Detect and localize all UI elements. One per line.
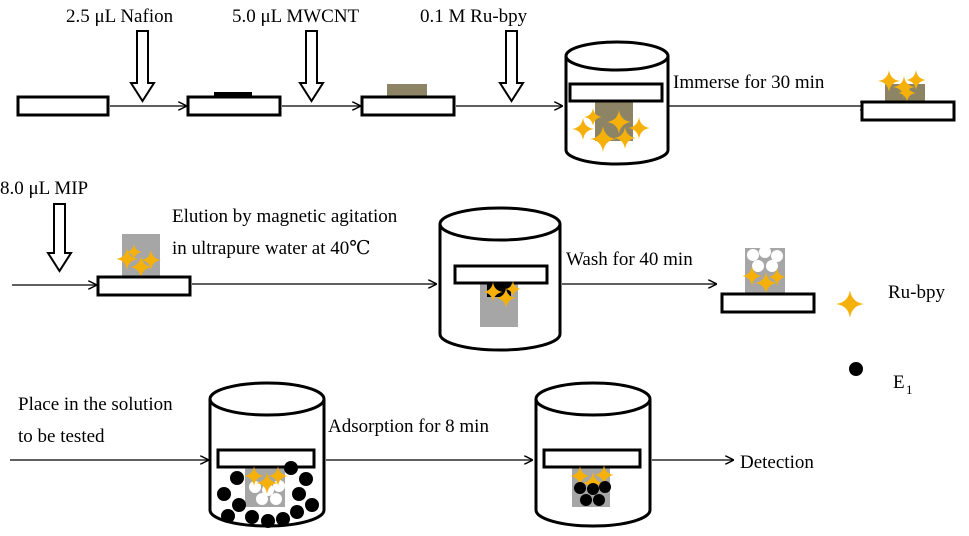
label-adsorption: Adsorption for 8 min [328,416,489,437]
beaker-elution [438,206,562,352]
cavity [270,493,282,505]
e1-particle [261,514,275,528]
e1-particles-bound [574,481,611,506]
e1-particle [290,505,304,519]
electrode-rubpy [860,100,956,122]
electrode-bare [16,95,110,117]
cavity [752,260,764,272]
nafion-layer [214,92,252,98]
label-nafion: 2.5 μL Nafion [66,6,174,27]
e1-particle [587,483,599,495]
legend-e1-subscript: 1 [906,382,913,397]
label-place-line2: to be tested [18,426,105,447]
down-arrow-mip [46,203,73,273]
down-arrow-mwcnt [298,30,325,103]
cavity [771,250,783,262]
e1-particle [245,510,259,524]
down-arrow-nafion [129,30,156,103]
e1-particle [580,494,592,506]
legend-rubpy-label: Ru-bpy [888,282,946,303]
e1-particle [221,509,235,523]
e1-particle [292,487,306,501]
e1-particle [574,482,586,494]
label-mwcnt: 5.0 μL MWCNT [232,6,360,27]
e1-particle [299,472,313,486]
label-place-line1: Place in the solution [18,394,173,415]
label-elution-line2: in ultrapure water at 40℃ [172,238,371,259]
legend-e1-label: E [893,372,905,393]
label-mip: 8.0 μL MIP [0,178,88,199]
cavity [249,481,261,493]
cavity [759,246,771,258]
cavity [747,249,759,261]
legend-e1-icon [849,362,863,376]
label-wash: Wash for 40 min [566,249,693,270]
e1-particle [599,481,611,493]
e1-particle [230,471,244,485]
beaker-immersion [564,40,670,166]
cavity [256,493,268,505]
template-cavities [747,246,783,272]
cavity [766,260,778,272]
e1-particles-solution [217,461,319,528]
beaker-adsorbed [534,381,652,528]
label-rubpy-reagent: 0.1 M Ru-bpy [420,6,528,27]
mwcnt-layer [387,84,427,97]
label-elution-line1: Elution by magnetic agitation [172,206,398,227]
e1-particle [232,498,246,512]
label-immerse: Immerse for 30 min [673,72,825,93]
e1-particle [276,512,290,526]
electrode-mip [96,275,192,297]
legend-rubpy-icon [836,290,864,318]
electrode-mwcnt [360,95,456,117]
e1-particle [593,494,605,506]
electrode-eluted [720,292,816,314]
e1-particle [305,498,319,512]
legend: Ru-bpy E 1 [836,282,946,397]
down-arrow-rubpy [498,30,525,103]
e1-particle [217,487,231,501]
e1-particle [284,461,298,475]
label-detection: Detection [740,452,814,473]
electrode-nafion [186,95,282,117]
